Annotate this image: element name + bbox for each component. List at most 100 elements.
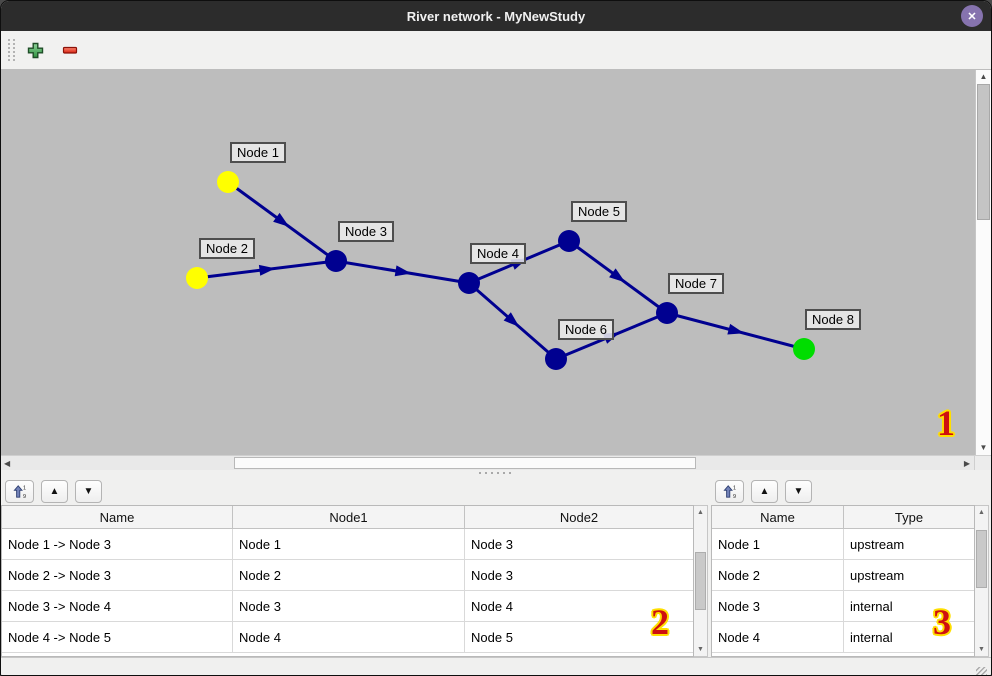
table-cell: Node 3 -> Node 4 xyxy=(2,591,233,621)
links-table-header: Name Node1 Node2 xyxy=(2,506,693,529)
network-canvas[interactable]: Node 1 Node 2 Node 3 Node 4 Node 5 Node 6 Node… xyxy=(1,70,975,455)
column-header-name[interactable]: Name xyxy=(2,506,233,528)
minus-icon xyxy=(62,46,78,54)
titlebar[interactable]: River network - MyNewStudy ✕ xyxy=(1,1,991,31)
node-label[interactable]: Node 4 xyxy=(470,243,526,264)
column-header-node1[interactable]: Node1 xyxy=(233,506,465,528)
column-header-name[interactable]: Name xyxy=(712,506,844,528)
graph-node[interactable] xyxy=(458,272,480,294)
links-toolbar: 1 9 ▲ ▼ xyxy=(1,477,708,505)
graph-node[interactable] xyxy=(325,250,347,272)
edge-arrow-icon xyxy=(273,212,290,227)
vscroll-thumb[interactable] xyxy=(977,84,990,220)
graph-node[interactable] xyxy=(217,171,239,193)
table-cell: Node 3 xyxy=(471,536,513,552)
scroll-up-icon[interactable]: ▲ xyxy=(978,509,985,516)
svg-text:1: 1 xyxy=(23,485,26,491)
table-cell: Node 5 xyxy=(471,629,513,645)
graph-node[interactable] xyxy=(545,348,567,370)
nodes-toolbar: 1 9 ▲ ▼ xyxy=(711,477,991,505)
node-label[interactable]: Node 5 xyxy=(571,201,627,222)
node-label[interactable]: Node 3 xyxy=(338,221,394,242)
graph-node[interactable] xyxy=(656,302,678,324)
table-row[interactable]: Node 2 upstream xyxy=(712,560,974,591)
scroll-down-icon[interactable]: ▼ xyxy=(979,443,988,452)
edge-arrow-icon xyxy=(394,265,412,277)
splitter-grip-icon xyxy=(479,472,513,474)
canvas-vscrollbar[interactable]: ▲ ▼ xyxy=(975,70,991,455)
canvas-hscrollbar[interactable]: ◀ ▶ xyxy=(1,456,974,470)
toolbar-grip-icon[interactable] xyxy=(8,39,15,61)
table-cell: Node 2 xyxy=(233,560,465,590)
edge-arrow-icon xyxy=(727,323,745,335)
nodes-table-scrollbar[interactable]: ▲ ▼ xyxy=(975,505,989,657)
table-cell: Node 4 xyxy=(471,598,513,614)
table-cell: upstream xyxy=(850,567,905,583)
up-triangle-icon: ▲ xyxy=(759,485,770,497)
edge-arrow-icon xyxy=(258,264,276,276)
annotation-3: 3 xyxy=(933,602,951,642)
nodes-move-up-button[interactable]: ▲ xyxy=(751,479,778,503)
scroll-up-icon[interactable]: ▲ xyxy=(979,72,988,81)
panel-splitter[interactable] xyxy=(1,472,991,477)
table-cell: Node 4 xyxy=(712,622,844,652)
scroll-down-icon[interactable]: ▼ xyxy=(978,646,985,653)
table-cell: Node 1 xyxy=(712,529,844,559)
plus-icon xyxy=(27,42,44,58)
river-network-graph xyxy=(186,171,815,370)
links-move-up-button[interactable]: ▲ xyxy=(41,479,68,503)
svg-text:9: 9 xyxy=(733,493,736,498)
edge-arrow-icon xyxy=(503,312,520,327)
table-cell: internal xyxy=(850,598,893,614)
graph-node[interactable] xyxy=(793,338,815,360)
status-bar xyxy=(1,657,991,675)
links-table-scrollbar[interactable]: ▲ ▼ xyxy=(694,505,708,657)
close-icon: ✕ xyxy=(967,10,977,23)
hscroll-thumb[interactable] xyxy=(234,457,696,469)
node-label[interactable]: Node 1 xyxy=(230,142,286,163)
close-button[interactable]: ✕ xyxy=(961,5,983,27)
table-cell: Node 2 -> Node 3 xyxy=(2,560,233,590)
sort-ascending-icon: 1 9 xyxy=(13,484,26,499)
svg-text:9: 9 xyxy=(23,493,26,498)
links-scroll-thumb[interactable] xyxy=(695,552,706,610)
node-label[interactable]: Node 7 xyxy=(668,273,724,294)
graph-node[interactable] xyxy=(186,267,208,289)
table-cell: Node 4 xyxy=(233,622,465,652)
nodes-move-down-button[interactable]: ▼ xyxy=(785,479,812,503)
add-button[interactable] xyxy=(25,40,46,61)
node-label[interactable]: Node 8 xyxy=(805,309,861,330)
nodes-scroll-thumb[interactable] xyxy=(976,530,987,588)
nodes-sort-button[interactable]: 1 9 xyxy=(715,479,744,503)
scroll-right-icon[interactable]: ▶ xyxy=(963,459,970,468)
column-header-node2[interactable]: Node2 xyxy=(559,509,599,525)
scroll-up-icon[interactable]: ▲ xyxy=(697,509,704,516)
window-title: River network - MyNewStudy xyxy=(406,8,586,24)
table-cell: Node 3 xyxy=(233,591,465,621)
down-triangle-icon: ▼ xyxy=(793,485,804,497)
scroll-left-icon[interactable]: ◀ xyxy=(4,459,11,468)
column-header-type[interactable]: Type xyxy=(894,509,924,525)
links-move-down-button[interactable]: ▼ xyxy=(75,479,102,503)
up-triangle-icon: ▲ xyxy=(49,485,60,497)
node-label[interactable]: Node 2 xyxy=(199,238,255,259)
node-label[interactable]: Node 6 xyxy=(558,319,614,340)
annotation-2: 2 xyxy=(651,602,669,642)
resize-grip-icon[interactable] xyxy=(976,667,987,675)
remove-button[interactable] xyxy=(60,40,80,60)
edge-arrow-icon xyxy=(609,268,626,283)
scroll-down-icon[interactable]: ▼ xyxy=(697,646,704,653)
table-cell: Node 1 -> Node 3 xyxy=(2,529,233,559)
table-cell: Node 2 xyxy=(712,560,844,590)
graph-node[interactable] xyxy=(558,230,580,252)
links-sort-button[interactable]: 1 9 xyxy=(5,479,34,503)
